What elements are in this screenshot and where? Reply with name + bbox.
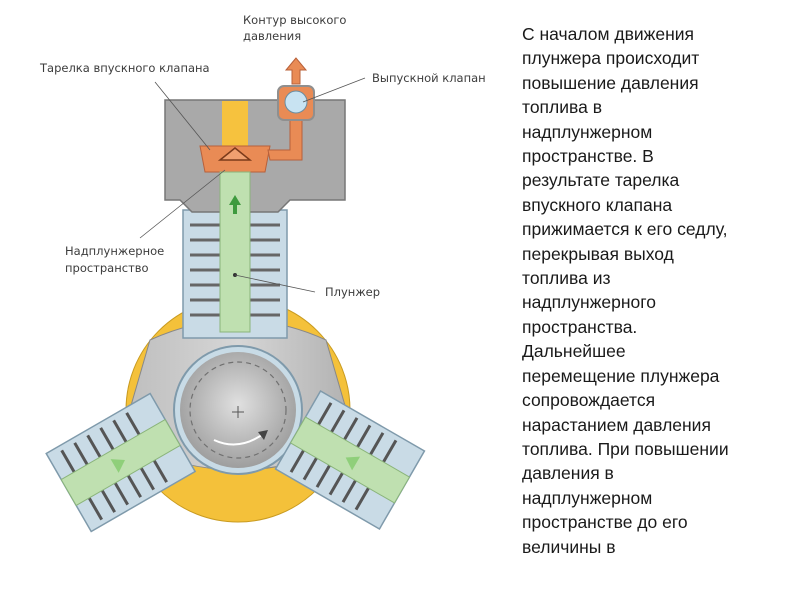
label-high-pressure-circuit-2: давления: [243, 29, 301, 43]
label-above-plunger-space: Надплунжерное: [65, 244, 164, 258]
right-plunger-unit: [274, 390, 426, 530]
left-plunger-arrow-icon: [110, 459, 125, 473]
inlet-valve-plate: [217, 147, 253, 161]
outlet-valve-ball: [284, 90, 308, 114]
label-inlet-valve-plate: Тарелка впускного клапана: [39, 61, 210, 75]
left-plunger-unit: [45, 392, 197, 533]
label-outlet-valve: Выпускной клапан: [372, 71, 486, 85]
pump-diagram: Контур высокого давления Тарелка впускно…: [39, 13, 486, 533]
right-plunger-arrow-icon: [345, 456, 361, 471]
label-high-pressure-circuit: Контур высокого: [243, 13, 346, 27]
rotation-arrowhead-icon: [258, 430, 268, 440]
leader-lines: [139, 77, 366, 293]
plunger-arrow-icon: [229, 195, 241, 214]
high-pressure-arrow-icon: [284, 57, 308, 85]
inlet-channel: [222, 101, 248, 146]
rotation-path: [189, 361, 287, 459]
label-plunger: Плунжер: [325, 285, 380, 299]
description-text: С началом движения плунжера происходит п…: [522, 24, 729, 557]
label-above-plunger-space-2: пространство: [65, 261, 149, 275]
center-mark-icon: [232, 406, 244, 418]
